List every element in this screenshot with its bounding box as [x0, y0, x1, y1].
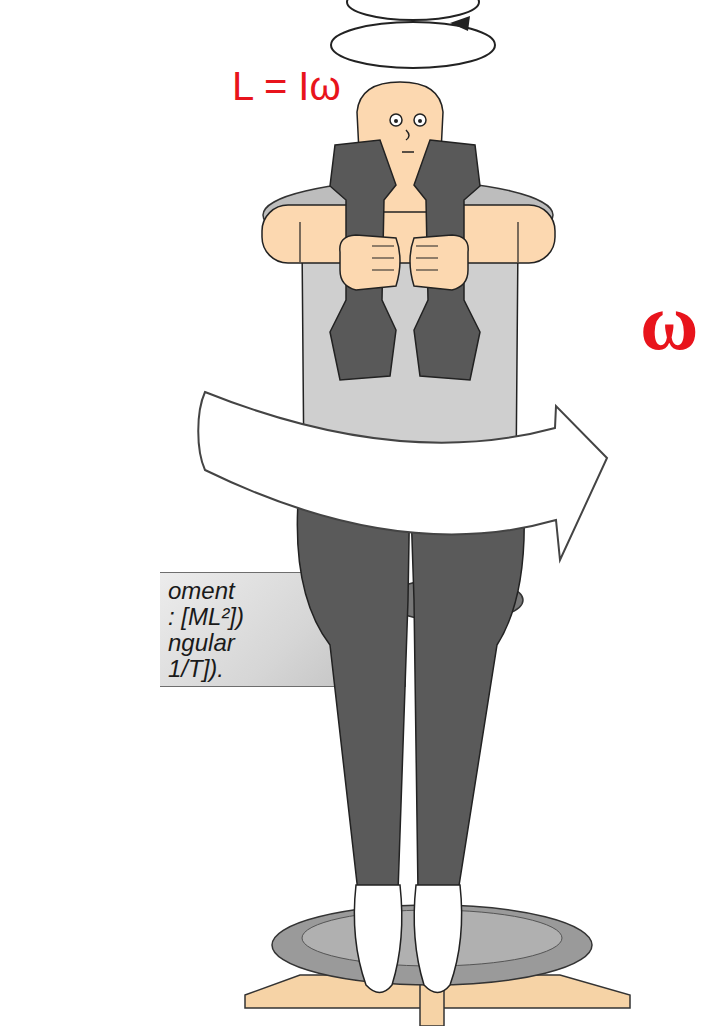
eye — [414, 114, 426, 126]
rotation-arrowhead — [450, 16, 470, 31]
elbow-crease — [299, 222, 300, 262]
right-shoe — [414, 885, 461, 993]
fist — [410, 235, 468, 290]
left-shoe — [354, 885, 401, 993]
eye — [390, 114, 402, 126]
rotation-arrow — [198, 392, 607, 560]
rotation-ellipse — [347, 0, 479, 20]
left-leg — [297, 478, 410, 892]
elbow-crease — [517, 222, 518, 262]
right-leg — [410, 478, 524, 892]
rotation-ellipse — [331, 22, 495, 68]
pupil — [418, 119, 422, 123]
nose — [406, 130, 409, 140]
pupil — [394, 119, 398, 123]
finger-lines — [372, 246, 438, 270]
mouth — [402, 151, 414, 153]
omega-label: ω — [640, 280, 698, 364]
fist — [340, 235, 400, 290]
arms — [262, 205, 555, 263]
formula-label: L = Iω — [232, 62, 341, 110]
